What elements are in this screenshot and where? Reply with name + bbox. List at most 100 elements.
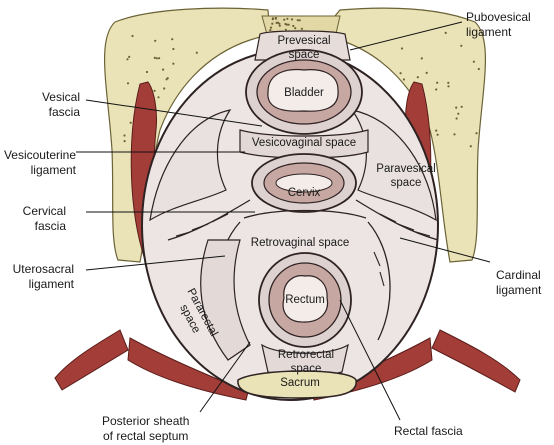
bone-dot	[278, 24, 281, 27]
bladder-lumen	[267, 68, 339, 112]
bone-dot	[400, 47, 404, 50]
bone-dot	[402, 78, 405, 81]
label-retrorectal-space: Retrorectal space	[278, 348, 334, 376]
paravesical-boundary-left	[149, 109, 232, 222]
bone-dot	[287, 23, 290, 26]
bladder	[245, 49, 363, 135]
bone-dot	[123, 140, 126, 143]
bone-dot	[275, 21, 278, 24]
bone-dot	[460, 105, 463, 108]
bone-dot	[162, 68, 165, 71]
label-cervical-fascia-line1: Cervical	[22, 204, 66, 218]
ligament-fibre	[379, 213, 397, 223]
label-pubovesical-ligament: Pubovesical ligament	[466, 10, 531, 40]
label-vesical-fascia-line1: Vesical	[41, 90, 80, 104]
bone-dot	[278, 22, 281, 25]
label-paravesical-space: Paravesical space	[376, 162, 435, 190]
bone-dot	[155, 57, 158, 60]
bone-dot	[447, 85, 450, 88]
bone-dot	[425, 71, 428, 74]
retrovaginal-top	[243, 209, 367, 219]
ligament-fibre	[175, 231, 191, 237]
ligament-fibre	[415, 231, 431, 237]
ligament-fibre	[211, 213, 229, 223]
label-cardinal-line2: ligament	[496, 283, 542, 297]
bone-dot	[436, 133, 439, 136]
bone-dot	[158, 57, 161, 60]
rectum-lumen	[282, 275, 329, 323]
label-uterosacral-line1: Uterosacral	[12, 262, 74, 276]
label-posterior-sheath: Posterior sheath of rectal septum	[102, 414, 189, 444]
label-retrorectal-line1: Retrorectal	[277, 349, 335, 361]
bone-dot	[126, 58, 129, 61]
bone-dot	[269, 29, 272, 32]
ligament-fibre	[373, 251, 381, 267]
ligament-fibre	[397, 223, 415, 231]
label-prevesical-line2: space	[288, 49, 320, 61]
vesicovaginal-septum	[239, 129, 369, 159]
rectum	[258, 252, 352, 348]
bone-dot	[271, 22, 274, 25]
label-uterosacral-ligament: Uterosacral ligament	[0, 262, 74, 292]
label-prevesical-space: Prevesical space	[277, 34, 330, 62]
label-rectal-fascia: Rectal fascia	[394, 424, 463, 438]
sacrum-bone	[237, 370, 357, 399]
bone-dot	[172, 47, 175, 51]
muscle-left-side	[54, 329, 129, 391]
leader-pubovesical	[349, 21, 463, 51]
label-vesical-fascia-line2: fascia	[48, 105, 80, 119]
bone-dot	[460, 44, 463, 47]
bone-dot	[457, 112, 460, 115]
label-uterosacral-line2: ligament	[28, 277, 74, 291]
bone-dot	[172, 62, 175, 65]
muscle-right-side	[431, 329, 521, 393]
bone-dot	[171, 38, 174, 41]
bone-dot	[435, 129, 438, 132]
label-cervical-fascia-line2: fascia	[34, 219, 66, 233]
bone-dot	[166, 77, 169, 80]
label-sacrum: Sacrum	[280, 377, 320, 389]
leader-posterior-sheath	[199, 341, 251, 413]
leader-uterosacral	[85, 255, 226, 271]
bone-dot	[271, 18, 274, 21]
leader-rectal-fascia	[339, 299, 401, 421]
bone-dot	[195, 51, 198, 54]
bone-dot	[296, 19, 299, 22]
label-retrovaginal-space: Retrovaginal space	[250, 237, 350, 249]
bone-dot	[435, 88, 438, 91]
label-pubovesical-line1: Pubovesical	[466, 10, 531, 24]
leader-cardinal	[399, 237, 491, 263]
bone-dot	[444, 31, 447, 34]
bone-dot	[399, 72, 402, 75]
bone-dot	[292, 24, 295, 28]
bone-dot	[128, 55, 131, 59]
sacrum	[237, 370, 357, 399]
bone-dot	[157, 96, 160, 99]
label-cervical-fascia: Cervical fascia	[0, 204, 66, 234]
bone-dot	[472, 60, 475, 63]
cervix-canal	[275, 173, 333, 193]
label-cervix: Cervix	[287, 187, 321, 199]
cardinal-ligament-right-band	[355, 199, 439, 241]
bone-dot	[298, 19, 301, 22]
bone-dot	[153, 89, 156, 92]
uterosacral-band-right	[367, 221, 391, 341]
bone-dot	[284, 28, 287, 31]
bone-dot	[477, 67, 480, 71]
bone-dot	[145, 70, 149, 74]
bone-dot	[300, 27, 303, 30]
bone-dot	[269, 26, 273, 29]
label-bladder: Bladder	[284, 87, 324, 99]
label-cardinal-ligament: Cardinal ligament	[496, 268, 541, 298]
ligament-fibre	[191, 223, 209, 231]
cervix	[251, 153, 357, 213]
bone-dot	[163, 87, 166, 90]
bone-dot	[284, 22, 287, 26]
leader-vesical-fascia	[85, 99, 263, 127]
label-vesicouterine-line2: ligament	[30, 163, 76, 177]
label-prevesical-line1: Prevesical	[277, 35, 331, 47]
bone-dot	[455, 106, 458, 109]
leader-lines	[76, 21, 491, 421]
label-vesicouterine-ligament: Vesicouterine ligament	[0, 148, 76, 178]
